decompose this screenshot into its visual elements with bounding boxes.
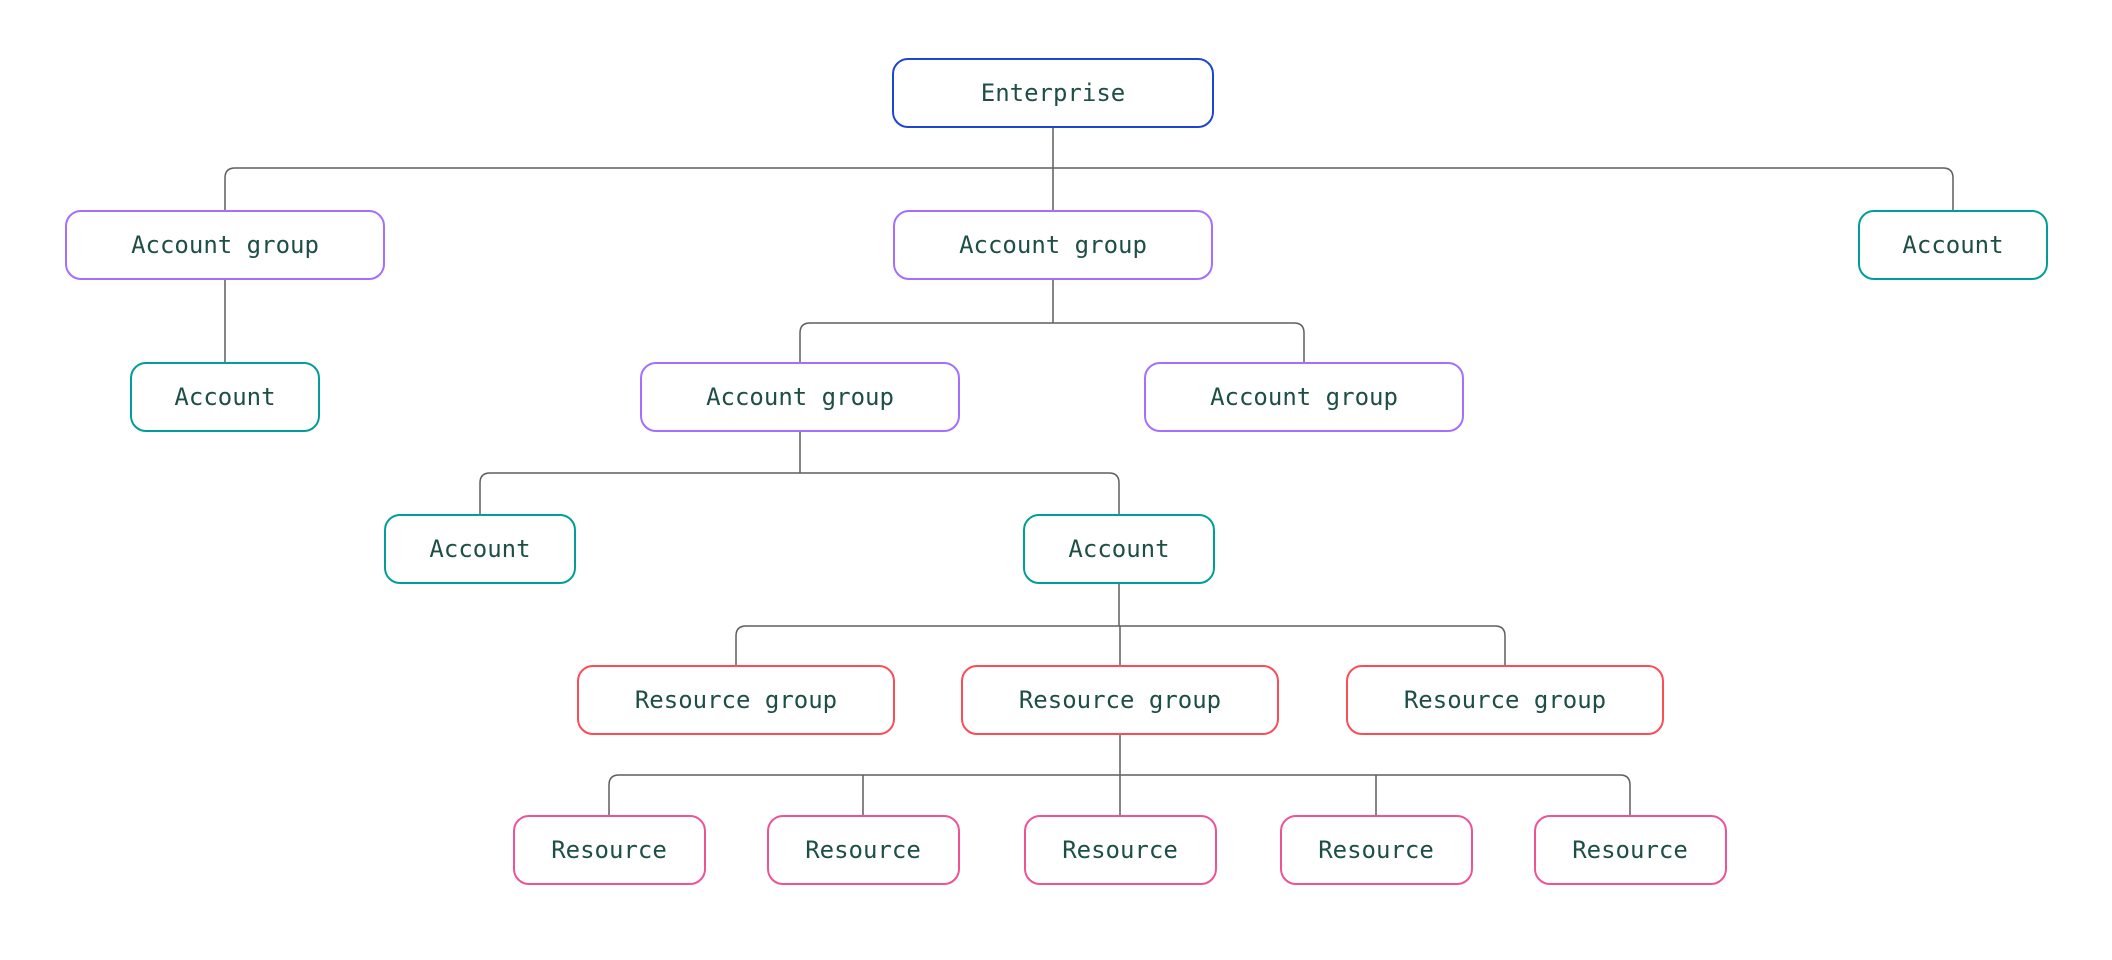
node-resource-group-1: Resource group xyxy=(577,665,895,735)
node-label: Account xyxy=(1902,231,2004,259)
node-account-3: Account xyxy=(1858,210,2048,280)
node-resource-4: Resource xyxy=(1279,815,1473,885)
node-label: Account group xyxy=(131,231,319,259)
node-label: Enterprise xyxy=(980,79,1126,107)
node-label: Account group xyxy=(959,231,1147,259)
node-label: Account xyxy=(1068,535,1170,563)
node-account-4: Account xyxy=(1023,514,1215,584)
connector-account-4 xyxy=(735,584,1506,665)
node-account-group-1: Account group xyxy=(65,210,385,280)
node-label: Account xyxy=(429,535,531,563)
node-resource-group-2: Resource group xyxy=(961,665,1279,735)
node-label: Resource xyxy=(551,836,667,864)
node-account-group-4: Account group xyxy=(1144,362,1464,432)
node-label: Resource group xyxy=(634,686,838,714)
node-label: Resource xyxy=(1572,836,1688,864)
node-label: Resource group xyxy=(1018,686,1222,714)
node-label: Resource group xyxy=(1403,686,1607,714)
node-label: Account group xyxy=(1210,383,1398,411)
node-account-2: Account xyxy=(384,514,576,584)
connector-resource-group-2 xyxy=(608,735,1631,815)
node-account-1: Account xyxy=(130,362,320,432)
node-resource-3: Resource xyxy=(1023,815,1217,885)
node-account-group-2: Account group xyxy=(893,210,1213,280)
node-label: Resource xyxy=(805,836,921,864)
node-resource-5: Resource xyxy=(1533,815,1727,885)
node-label: Account xyxy=(174,383,276,411)
node-resource-group-3: Resource group xyxy=(1346,665,1664,735)
node-resource-1: Resource xyxy=(512,815,706,885)
node-resource-2: Resource xyxy=(766,815,960,885)
node-label: Resource xyxy=(1318,836,1434,864)
node-label: Resource xyxy=(1062,836,1178,864)
connector-account-group-3 xyxy=(479,432,1120,514)
node-label: Account group xyxy=(706,383,894,411)
connector-account-group-2 xyxy=(799,280,1305,362)
connector-enterprise xyxy=(224,128,1954,210)
node-account-group-3: Account group xyxy=(640,362,960,432)
node-enterprise: Enterprise xyxy=(892,58,1214,128)
